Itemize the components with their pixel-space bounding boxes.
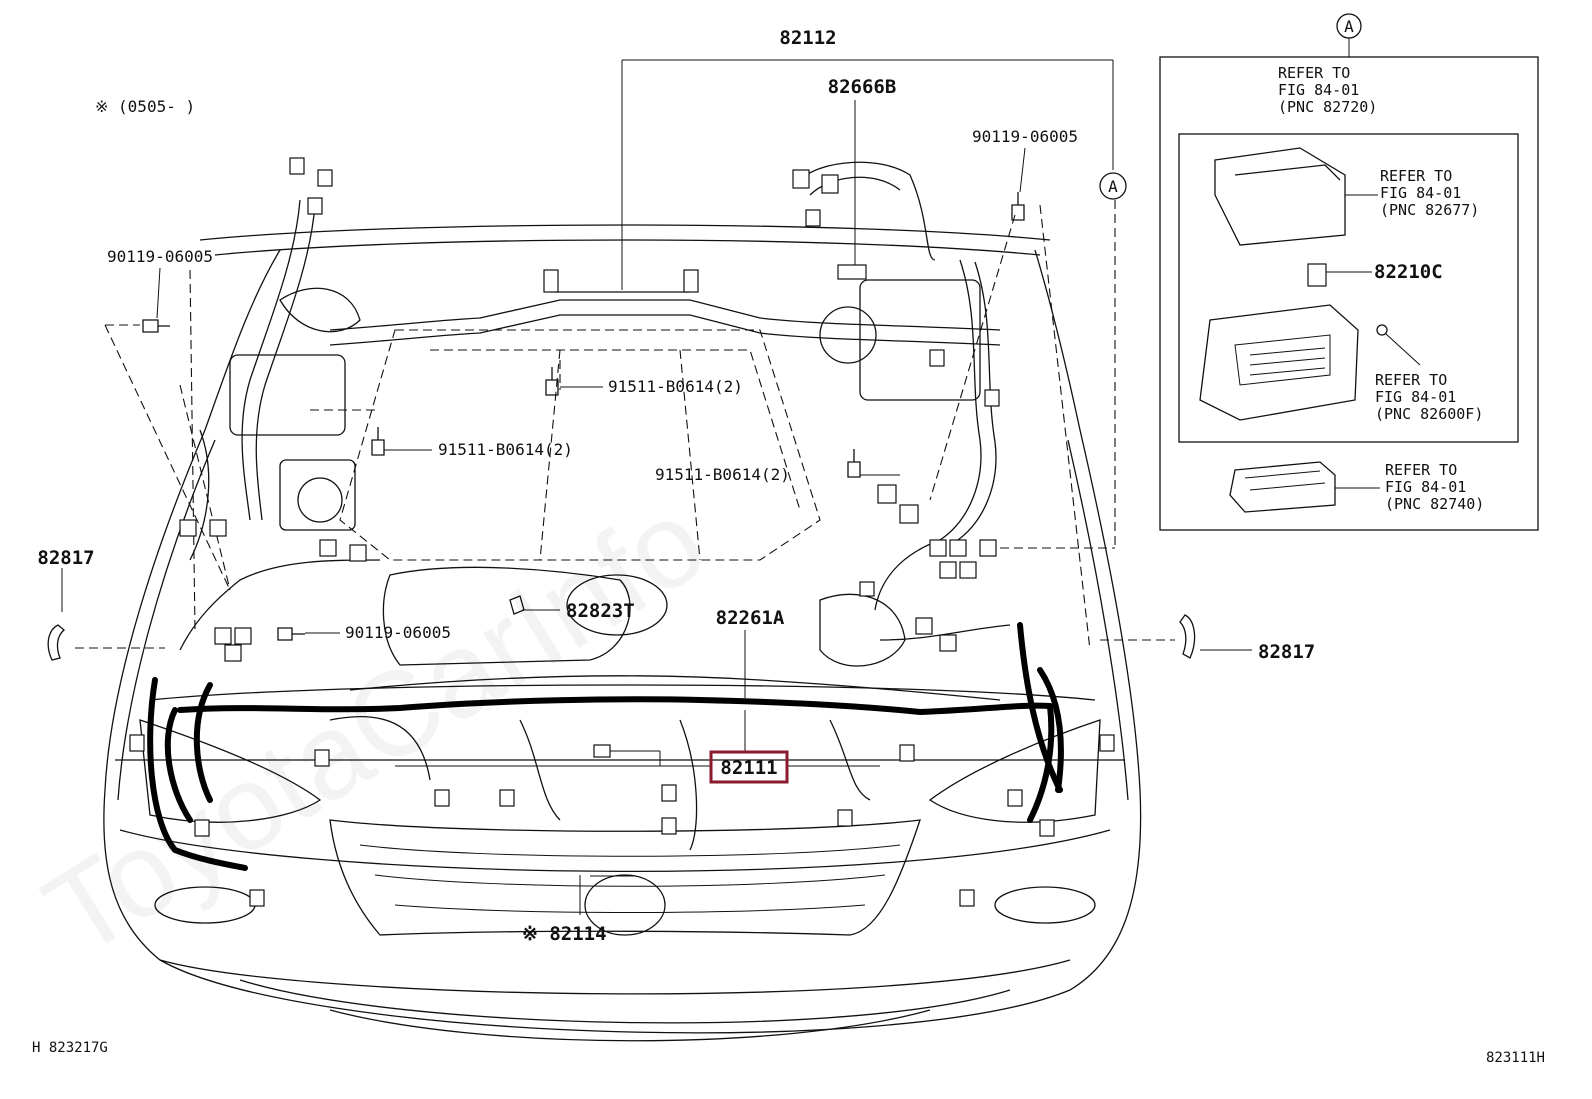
- callout-a: A: [1099, 172, 1127, 200]
- part-label-91511-b[interactable]: 91511-B0614(2): [438, 440, 573, 459]
- footer-left-code: H 823217G: [32, 1040, 108, 1056]
- engine-block: [229, 269, 1001, 667]
- engine-wire-harness: [179, 161, 1011, 851]
- part-label-82666b[interactable]: 82666B: [828, 76, 897, 98]
- inset-ref-3-line1: REFER TO: [1375, 371, 1447, 389]
- watermark: ToyotaCarInfo: [23, 473, 728, 983]
- part-label-90119-top-left[interactable]: 90119-06005: [107, 247, 213, 266]
- inset-ref-1-line3: (PNC 82720): [1278, 98, 1377, 116]
- svg-text:A: A: [1108, 177, 1118, 196]
- inset-ref-3-line3: (PNC 82600F): [1375, 405, 1483, 423]
- inset-ref-3-line2: FIG 84-01: [1375, 388, 1456, 406]
- main-harness-82111: [147, 622, 1064, 871]
- inset-ref-4-line3: (PNC 82740): [1385, 495, 1484, 513]
- part-label-82817-left[interactable]: 82817: [37, 547, 94, 569]
- part-label-82114[interactable]: ※ 82114: [522, 923, 607, 945]
- part-label-90119-top-right[interactable]: 90119-06005: [972, 127, 1078, 146]
- inset-box-a: A REFER TO FIG 84-01 (PNC 82720) REFER T…: [1159, 13, 1539, 531]
- leader-lines: [75, 200, 1175, 651]
- part-label-91511-a[interactable]: 91511-B0614(2): [608, 377, 743, 396]
- part-label-91511-c[interactable]: 91511-B0614(2): [655, 465, 790, 484]
- inset-ref-2-line2: FIG 84-01: [1380, 184, 1461, 202]
- note-top: ※ (0505- ): [95, 97, 195, 116]
- inset-ref-4-line2: FIG 84-01: [1385, 478, 1466, 496]
- inset-ref-1-line1: REFER TO: [1278, 64, 1350, 82]
- part-82111-highlight: [709, 750, 789, 784]
- connectors: [129, 157, 1115, 907]
- svg-text:A: A: [1344, 17, 1354, 36]
- inset-ref-4-line1: REFER TO: [1385, 461, 1457, 479]
- part-label-82111[interactable]: 82111: [720, 757, 777, 779]
- part-label-82261a[interactable]: 82261A: [716, 607, 785, 629]
- part-label-82817-right[interactable]: 82817: [1258, 641, 1315, 663]
- part-label-82823t[interactable]: 82823T: [566, 600, 635, 622]
- part-label-90119-mid-left[interactable]: 90119-06005: [345, 623, 451, 642]
- label-leaders: [61, 59, 1252, 915]
- inset-ref-2-line1: REFER TO: [1380, 167, 1452, 185]
- part-label-82210c[interactable]: 82210C: [1374, 261, 1443, 283]
- inset-ref-1-line2: FIG 84-01: [1278, 81, 1359, 99]
- car-body-outline: [103, 224, 1142, 1042]
- bolts: [142, 192, 1025, 641]
- clip-82817-right: [1179, 614, 1196, 659]
- inset-ref-2-line3: (PNC 82677): [1380, 201, 1479, 219]
- part-label-82112[interactable]: 82112: [779, 27, 836, 49]
- footer-right-code: 823111H: [1486, 1050, 1545, 1066]
- clip-82817-left: [47, 624, 66, 661]
